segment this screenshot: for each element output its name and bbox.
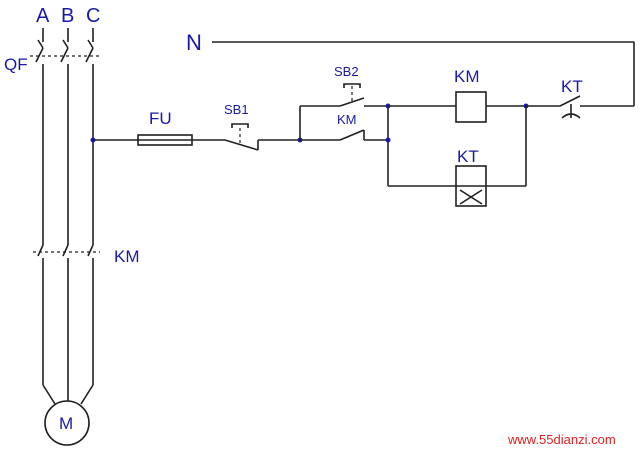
breaker-qf-contacts bbox=[30, 47, 100, 245]
motor-label: M bbox=[59, 414, 73, 433]
timer-coil-label: KT bbox=[457, 147, 479, 166]
phase-a-label: A bbox=[36, 5, 50, 27]
fuse-label: FU bbox=[149, 109, 172, 128]
control-wiring bbox=[90, 41, 635, 207]
stop-button-label: SB1 bbox=[224, 102, 249, 117]
phase-terminals bbox=[37, 28, 94, 49]
start-button-label: SB2 bbox=[334, 64, 359, 79]
timer-contact-label: KT bbox=[561, 77, 583, 96]
contactor-coil-label: KM bbox=[454, 67, 480, 86]
breaker-label: QF bbox=[4, 55, 28, 74]
phase-c-label: C bbox=[86, 5, 100, 27]
watermark: www.55dianzi.com bbox=[507, 432, 616, 447]
motor bbox=[42, 384, 94, 446]
phase-b-label: B bbox=[61, 5, 74, 27]
neutral-label: N bbox=[186, 30, 202, 55]
main-contacts-label: KM bbox=[114, 247, 140, 266]
contactor-aux-label: KM bbox=[337, 112, 357, 127]
main-contacts-km bbox=[33, 244, 100, 385]
